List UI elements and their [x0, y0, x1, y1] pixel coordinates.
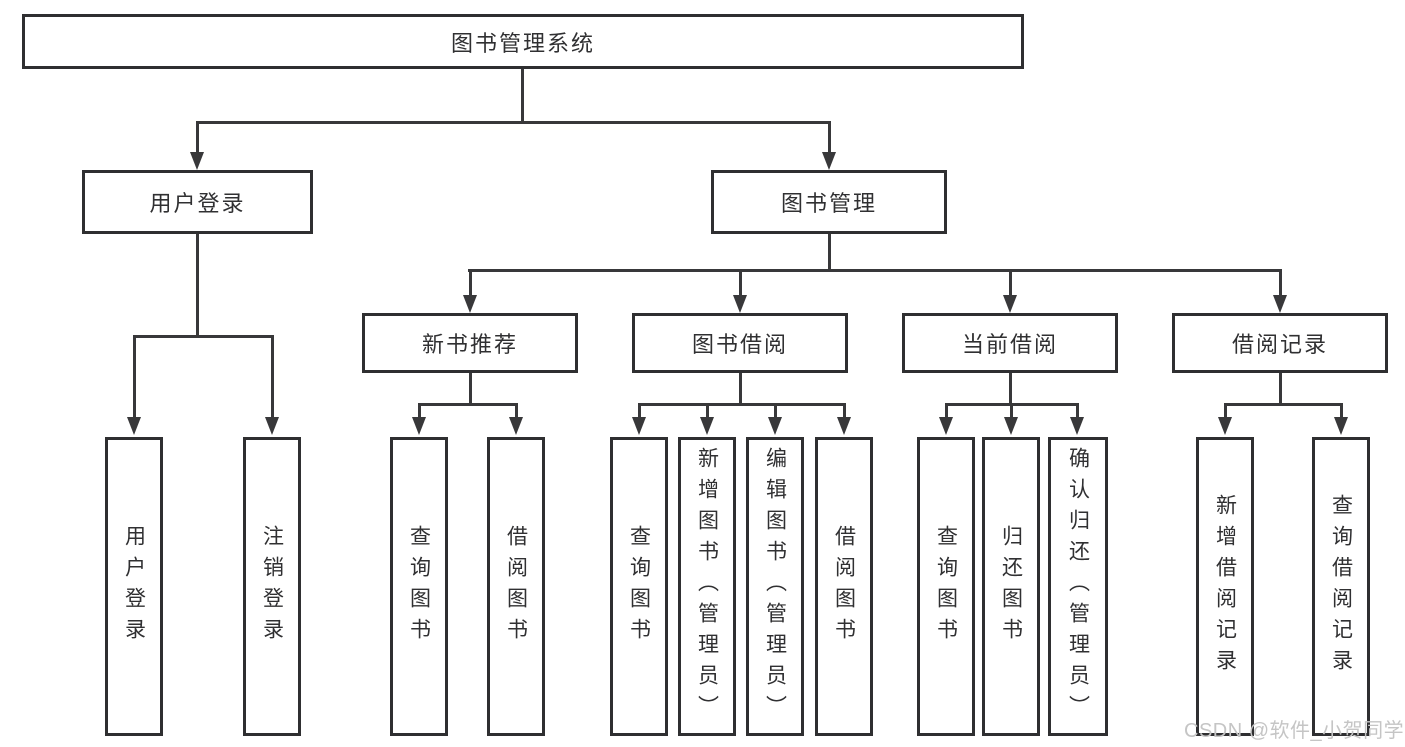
node-current-borrow: 当前借阅: [902, 313, 1118, 373]
leaf-label: 编辑图书（管理员）: [763, 447, 787, 726]
node-label: 新书推荐: [421, 332, 518, 357]
node-user-login: 用户登录: [82, 170, 313, 234]
leaf-label: 查询图书: [627, 524, 651, 649]
leaf-label: 新增借阅记录: [1213, 493, 1237, 680]
leaf-label: 查询图书: [407, 524, 431, 649]
connector-to-book-borrow: [739, 269, 742, 297]
leaf-label: 归还图书: [999, 524, 1023, 649]
leaf-label: 查询图书: [934, 524, 958, 649]
arrow-to-query-books-2: [632, 417, 646, 435]
connector-stub: [515, 403, 518, 419]
connector-to-user-login-stem: [196, 121, 199, 154]
node-label: 图书借阅: [691, 332, 788, 357]
connector-stub: [945, 403, 948, 419]
node-book-borrow: 图书借阅: [632, 313, 848, 373]
connector-new-book-recommend-stem: [469, 373, 472, 406]
connector-stub: [706, 403, 709, 419]
connector-book-borrow-stem: [739, 373, 742, 406]
connector-to-leaf-logout: [271, 335, 274, 419]
arrow-to-book-borrow: [733, 295, 747, 313]
connector-book-borrow-bar: [638, 403, 846, 406]
connector-stub: [774, 403, 777, 419]
arrow-to-new-book-recommend: [463, 295, 477, 313]
connector-user-login-stem: [196, 234, 199, 338]
leaf-label: 注销登录: [260, 524, 284, 649]
connector-stub: [1076, 403, 1079, 419]
connector-root-stem: [521, 69, 524, 124]
node-borrow-records: 借阅记录: [1172, 313, 1388, 373]
node-label: 当前借阅: [961, 332, 1058, 357]
arrow-to-add-book: [700, 417, 714, 435]
node-new-book-recommend: 新书推荐: [362, 313, 578, 373]
connector-stub: [418, 403, 421, 419]
connector-to-leaf-user-login: [133, 335, 136, 419]
arrow-to-borrow-books-2: [837, 417, 851, 435]
arrow-to-add-borrow-record: [1218, 417, 1232, 435]
arrow-to-user-login: [190, 152, 204, 170]
leaf-edit-book-admin: 编辑图书（管理员）: [746, 437, 804, 736]
leaf-label: 查询借阅记录: [1329, 493, 1353, 680]
leaf-label: 确认归还（管理员）: [1066, 447, 1090, 726]
connector-book-management-bar: [468, 269, 1282, 272]
arrow-to-return-books: [1004, 417, 1018, 435]
arrow-to-book-management: [822, 152, 836, 170]
leaf-query-borrow-record: 查询借阅记录: [1312, 437, 1370, 736]
leaf-query-books-2: 查询图书: [610, 437, 668, 736]
leaf-confirm-return-admin: 确认归还（管理员）: [1048, 437, 1108, 736]
leaf-query-books-1: 查询图书: [390, 437, 448, 736]
connector-stub: [1224, 403, 1227, 419]
connector-user-login-bar: [133, 335, 274, 338]
connector-borrow-records-bar: [1224, 403, 1343, 406]
connector-to-borrow-records: [1279, 269, 1282, 297]
connector-to-current-borrow: [1009, 269, 1012, 297]
connector-new-book-recommend-bar: [418, 403, 518, 406]
connector-stub: [638, 403, 641, 419]
leaf-add-book-admin: 新增图书（管理员）: [678, 437, 736, 736]
connector-to-book-management-stem: [828, 121, 831, 154]
leaf-query-books-3: 查询图书: [917, 437, 975, 736]
arrow-to-borrow-books-1: [509, 417, 523, 435]
arrow-to-query-books-1: [412, 417, 426, 435]
arrow-to-current-borrow: [1003, 295, 1017, 313]
arrow-to-edit-book: [768, 417, 782, 435]
connector-root-bar: [196, 121, 831, 124]
arrow-to-leaf-user-login: [127, 417, 141, 435]
connector-to-new-book-recommend: [469, 269, 472, 297]
connector-current-borrow-stem: [1009, 373, 1012, 406]
csdn-watermark: CSDN @软件_小贺同学: [1184, 720, 1405, 742]
node-label: 用户登录: [149, 191, 246, 216]
node-book-management-system: 图书管理系统: [22, 14, 1024, 69]
arrow-to-leaf-logout: [265, 417, 279, 435]
leaf-label: 借阅图书: [504, 524, 528, 649]
node-book-management: 图书管理: [711, 170, 947, 234]
arrow-to-borrow-records: [1273, 295, 1287, 313]
arrow-to-query-borrow-record: [1334, 417, 1348, 435]
leaf-label: 借阅图书: [832, 524, 856, 649]
connector-stub: [1010, 403, 1013, 419]
connector-book-management-stem: [828, 234, 831, 272]
connector-borrow-records-stem: [1279, 373, 1282, 406]
leaf-borrow-books-2: 借阅图书: [815, 437, 873, 736]
arrow-to-confirm-return: [1070, 417, 1084, 435]
leaf-label: 新增图书（管理员）: [695, 447, 719, 726]
leaf-return-books: 归还图书: [982, 437, 1040, 736]
leaf-logout: 注销登录: [243, 437, 301, 736]
leaf-add-borrow-record: 新增借阅记录: [1196, 437, 1254, 736]
connector-stub: [1340, 403, 1343, 419]
node-label: 图书管理: [780, 191, 877, 216]
node-label: 图书管理系统: [450, 30, 595, 56]
leaf-label: 用户登录: [122, 524, 146, 649]
leaf-user-login: 用户登录: [105, 437, 163, 736]
arrow-to-query-books-3: [939, 417, 953, 435]
connector-stub: [843, 403, 846, 419]
leaf-borrow-books-1: 借阅图书: [487, 437, 545, 736]
node-label: 借阅记录: [1231, 332, 1328, 357]
